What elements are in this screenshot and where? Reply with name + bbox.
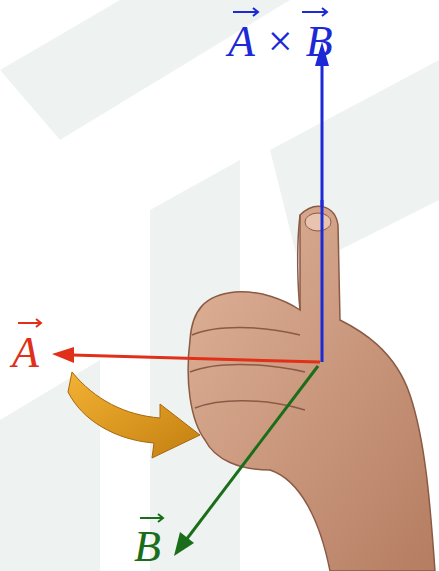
vector-label: A [12, 331, 39, 375]
vector-label: B [134, 525, 161, 569]
arrow-head [52, 347, 74, 363]
rotation-arrow [68, 372, 200, 458]
vector-b [186, 366, 318, 540]
cross-product-vector [321, 62, 324, 362]
right-hand [188, 206, 435, 571]
vector-overarrows [18, 8, 327, 522]
vector-a [72, 355, 320, 362]
cross-product-label: A × B [228, 20, 333, 64]
arrow-head [174, 532, 194, 556]
